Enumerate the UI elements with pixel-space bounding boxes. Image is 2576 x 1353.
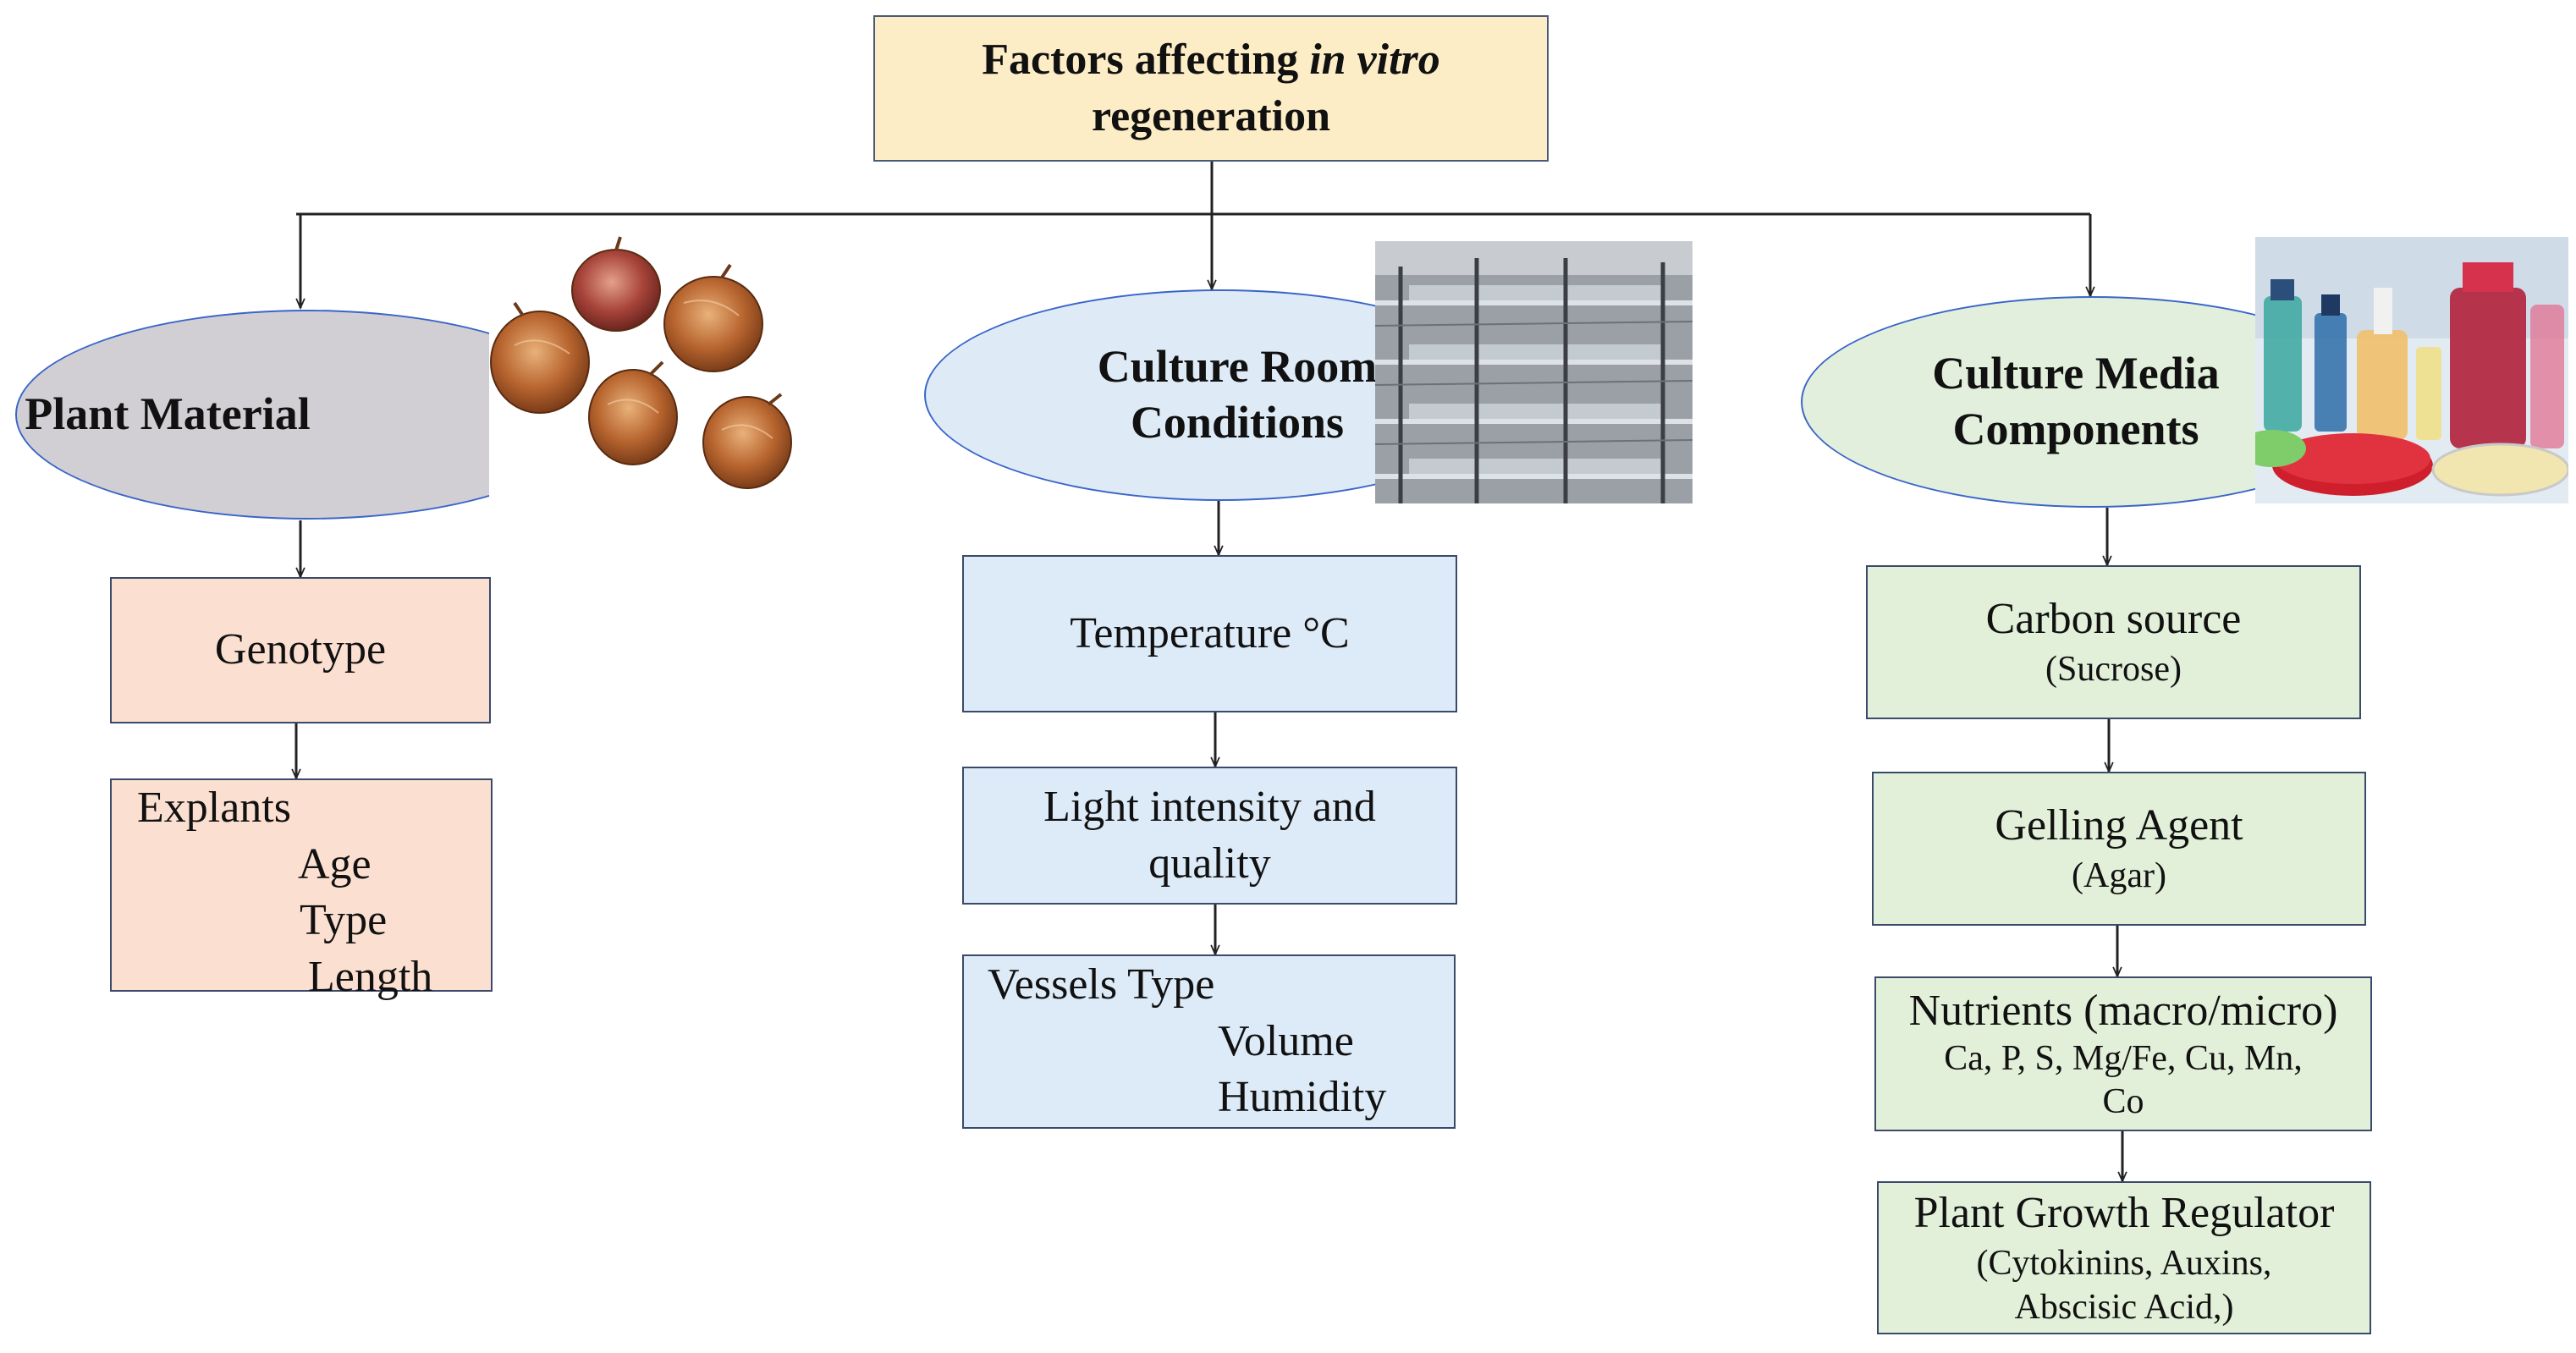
gelling-agent-label: Gelling Agent bbox=[1995, 800, 2243, 850]
pgr-sub-line1: (Cytokinins, Auxins, bbox=[1976, 1243, 2272, 1283]
carbon-source-sub: (Sucrose) bbox=[2045, 650, 2182, 690]
culture-room-label-line2: Conditions bbox=[1130, 397, 1345, 448]
culture-room-shelves-photo bbox=[1375, 241, 1693, 503]
explants-type: Type bbox=[300, 896, 388, 945]
carbon-source-label: Carbon source bbox=[1985, 594, 2242, 643]
explants-box: Explants Age Type Length bbox=[110, 778, 493, 1001]
pgr-label: Plant Growth Regulator bbox=[1913, 1189, 2335, 1238]
light-box: Light intensity and quality bbox=[962, 767, 1457, 905]
vessels-label: Vessels Type bbox=[988, 960, 1215, 1009]
title-line1: Factors affecting in vitro bbox=[982, 32, 1440, 89]
gladiolus-corms-photo bbox=[489, 235, 828, 514]
genotype-label: Genotype bbox=[214, 625, 387, 674]
culture-room-label-line1: Culture Room bbox=[1097, 341, 1378, 393]
temperature-label: Temperature °C bbox=[1070, 608, 1350, 657]
title-box: Factors affecting in vitro regeneration bbox=[873, 15, 1549, 162]
genotype-box: Genotype bbox=[110, 577, 491, 723]
explants-age: Age bbox=[298, 839, 372, 888]
nutrients-label: Nutrients (macro/micro) bbox=[1908, 986, 2338, 1035]
pgr-sub-line2: Abscisic Acid,) bbox=[2014, 1287, 2234, 1327]
culture-media-label-line2: Components bbox=[1952, 404, 2199, 454]
nutrients-box: Nutrients (macro/micro) Ca, P, S, Mg/Fe,… bbox=[1874, 976, 2372, 1131]
culture-media-bottles-photo bbox=[2255, 237, 2568, 503]
nutrients-sub-line1: Ca, P, S, Mg/Fe, Cu, Mn, bbox=[1944, 1039, 2303, 1079]
vessels-volume: Volume bbox=[1218, 1016, 1354, 1065]
carbon-source-box: Carbon source (Sucrose) bbox=[1866, 565, 2361, 719]
explants-label: Explants bbox=[137, 784, 291, 832]
pgr-box: Plant Growth Regulator (Cytokinins, Auxi… bbox=[1877, 1181, 2371, 1334]
light-label-line1: Light intensity and bbox=[1043, 782, 1376, 831]
vessels-humidity: Humidity bbox=[1218, 1073, 1387, 1122]
plant-material-label: Plant Material bbox=[25, 388, 311, 440]
gelling-agent-box: Gelling Agent (Agar) bbox=[1872, 772, 2366, 926]
title-prefix: Factors affecting bbox=[982, 35, 1310, 84]
gelling-agent-sub: (Agar) bbox=[2072, 856, 2166, 896]
light-label-line2: quality bbox=[1148, 839, 1271, 888]
explants-length: Length bbox=[308, 952, 433, 1001]
title-line2: regeneration bbox=[1091, 91, 1331, 140]
culture-media-label-line1: Culture Media bbox=[1932, 348, 2220, 399]
temperature-box: Temperature °C bbox=[962, 555, 1457, 712]
nutrients-sub-line2: Co bbox=[2102, 1081, 2144, 1121]
title-italic: in vitro bbox=[1309, 35, 1440, 84]
vessels-box: Vessels Type Volume Humidity bbox=[962, 954, 1456, 1129]
